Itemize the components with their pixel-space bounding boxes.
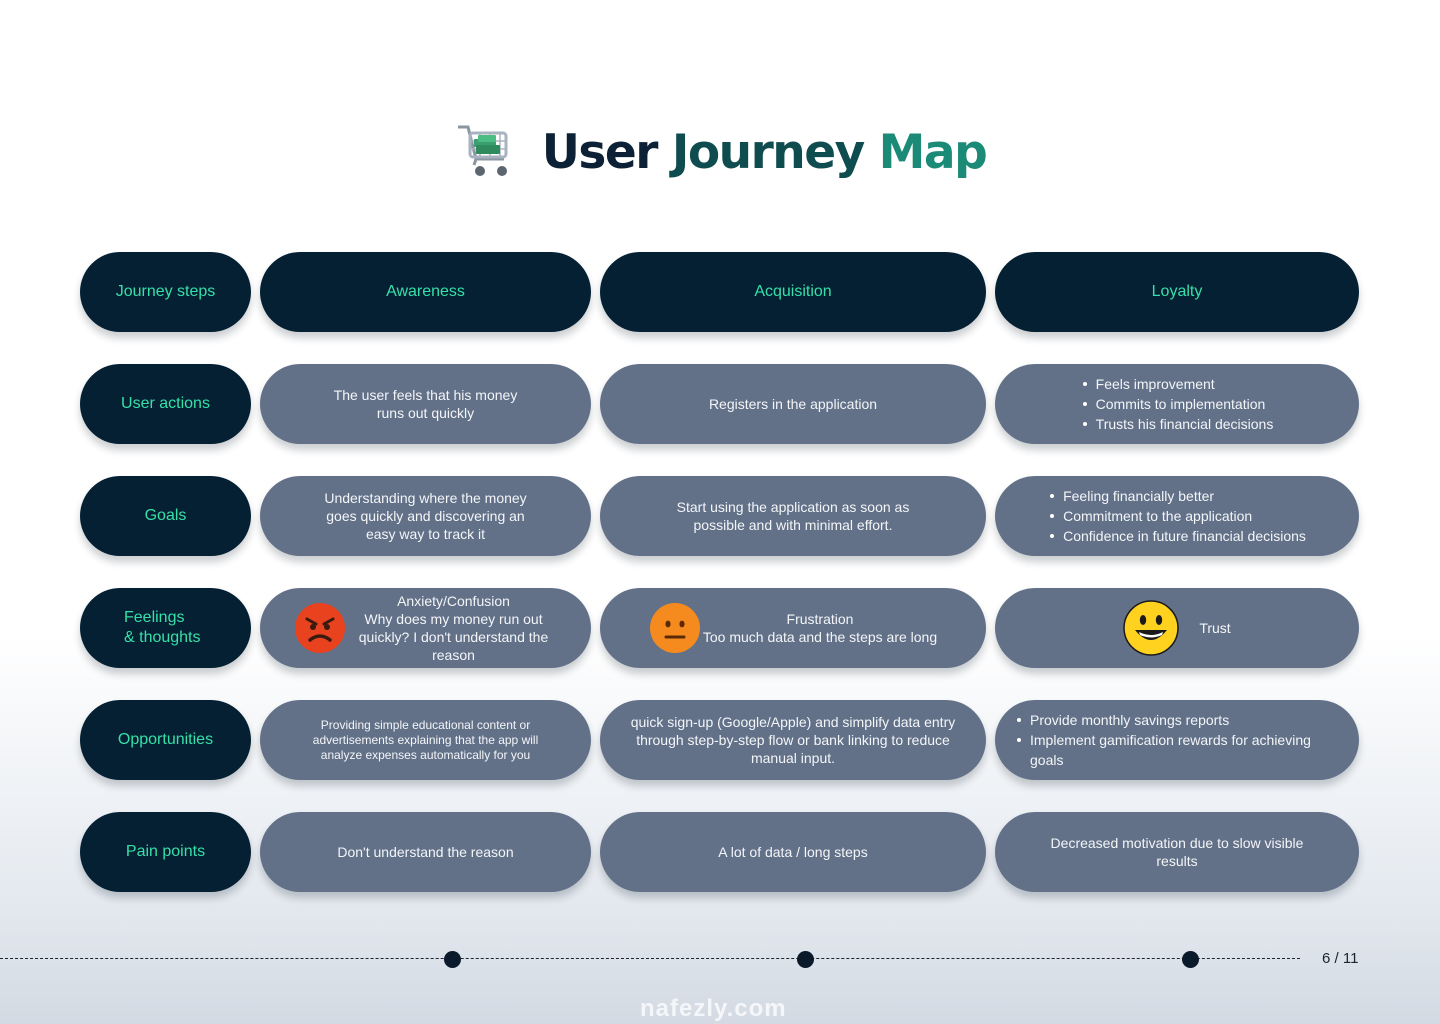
cell-feelings-awareness: Anxiety/Confusion Why does my money run … bbox=[260, 588, 591, 668]
row-label-pain-points: Pain points bbox=[80, 812, 251, 892]
step-acquisition: Acquisition bbox=[600, 252, 986, 332]
smiling-face-icon bbox=[1123, 600, 1180, 656]
row-label-goals: Goals bbox=[80, 476, 251, 556]
cell-user-actions-awareness: The user feels that his money runs out q… bbox=[260, 364, 591, 444]
bullet-list: Feels improvement Commits to implementat… bbox=[1081, 374, 1274, 434]
cell-pain-points-awareness: Don't understand the reason bbox=[260, 812, 591, 892]
cell-opportunities-acquisition: quick sign-up (Google/Apple) and simplif… bbox=[600, 700, 986, 780]
angry-face-icon bbox=[294, 603, 345, 653]
shopping-cart-icon bbox=[457, 125, 508, 176]
row-label-opportunities: Opportunities bbox=[80, 700, 251, 780]
timeline-divider bbox=[0, 958, 1300, 959]
step-loyalty: Loyalty bbox=[995, 252, 1359, 332]
cell-feelings-loyalty: Trust bbox=[995, 588, 1359, 668]
bullet-list: Provide monthly savings reports Implemen… bbox=[1015, 710, 1339, 770]
list-item: Commits to implementation bbox=[1081, 394, 1274, 414]
row-label-feelings-thoughts: Feelings & thoughts bbox=[80, 588, 251, 668]
cell-user-actions-loyalty: Feels improvement Commits to implementat… bbox=[995, 364, 1359, 444]
list-item: Commitment to the application bbox=[1048, 506, 1306, 526]
list-item: Trusts his financial decisions bbox=[1081, 414, 1273, 434]
cell-pain-points-acquisition: A lot of data / long steps bbox=[600, 812, 986, 892]
feeling-title: Frustration bbox=[786, 611, 854, 627]
feeling-text: Trust bbox=[1199, 620, 1231, 636]
page-number: 6 / 11 bbox=[1322, 950, 1359, 967]
row-label-journey-steps: Journey steps bbox=[80, 252, 251, 332]
cell-goals-awareness: Understanding where the money goes quick… bbox=[260, 476, 591, 556]
cell-feelings-acquisition: Frustration Too much data and the steps … bbox=[600, 588, 986, 668]
list-item: Confidence in future financial decisions bbox=[1048, 526, 1306, 546]
cell-goals-acquisition: Start using the application as soon as p… bbox=[600, 476, 986, 556]
list-item: Feeling financially better bbox=[1048, 486, 1306, 506]
timeline-dot bbox=[444, 951, 461, 968]
timeline-dot bbox=[797, 951, 814, 968]
neutral-face-icon bbox=[649, 603, 700, 653]
cell-goals-loyalty: Feeling financially better Commitment to… bbox=[995, 476, 1359, 556]
timeline-dot bbox=[1182, 951, 1199, 968]
list-item: Feels improvement bbox=[1081, 374, 1274, 394]
list-item: Provide monthly savings reports bbox=[1015, 710, 1339, 730]
cell-pain-points-loyalty: Decreased motivation due to slow visible… bbox=[995, 812, 1359, 892]
page-title: User Journey Map bbox=[541, 124, 988, 180]
list-item: Implement gamification rewards for achie… bbox=[1015, 730, 1339, 770]
watermark: nafezly.com bbox=[640, 995, 787, 1022]
step-awareness: Awareness bbox=[260, 252, 591, 332]
feeling-text: Too much data and the steps are long bbox=[702, 629, 938, 645]
feeling-text: Why does my money run out quickly? I don… bbox=[358, 611, 549, 663]
cell-opportunities-loyalty: Provide monthly savings reports Implemen… bbox=[995, 700, 1359, 780]
row-label-user-actions: User actions bbox=[80, 364, 251, 444]
header: User Journey Map bbox=[0, 112, 1440, 192]
feeling-title: Anxiety/Confusion bbox=[397, 593, 510, 609]
bullet-list: Feeling financially better Commitment to… bbox=[1048, 486, 1306, 546]
cell-opportunities-awareness: Providing simple educational content or … bbox=[260, 700, 591, 780]
cell-user-actions-acquisition: Registers in the application bbox=[600, 364, 986, 444]
